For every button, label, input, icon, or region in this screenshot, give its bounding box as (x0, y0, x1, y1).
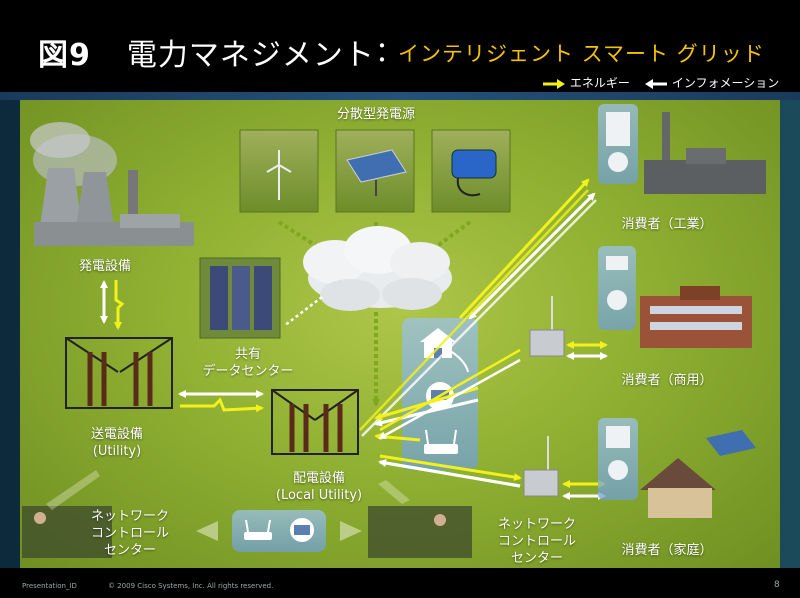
header-stripe (0, 92, 800, 100)
factory-icon (598, 104, 766, 194)
label-noc-right-line3: センター (510, 551, 563, 566)
label-transmission-line1: 送電設備 (90, 427, 143, 442)
label-noc-left-line2: コントロール (90, 526, 169, 541)
home-pole-box (523, 436, 559, 497)
label-transmission: 送電設備 (Utility) (72, 426, 162, 460)
page-title: 図9 電力マネジメント (38, 30, 375, 74)
label-noc-right-line2: コントロール (497, 534, 576, 549)
label-noc-left-line1: ネットワーク (90, 509, 169, 524)
label-consumer-home: 消費者（家庭） (621, 543, 713, 558)
transmission-tower-icon (65, 337, 173, 409)
title-text: 電力マネジメント (126, 38, 375, 73)
network-operations-right (368, 506, 472, 558)
copyright: © 2009 Cisco Systems, Inc. All rights re… (108, 582, 274, 590)
information-arrow-icon (645, 78, 667, 89)
label-shared-datacenter: 共有データセンター (200, 346, 296, 380)
page-subtitle: インテリジェント スマート グリッド (398, 42, 765, 66)
page-number: 8 (774, 580, 780, 590)
label-noc-left: ネットワークコントロールセンター (80, 508, 180, 559)
server-icon (199, 257, 281, 339)
figure-number: 図9 (38, 38, 91, 73)
label-distribution: 配電設備 (Local Utility) (264, 470, 374, 504)
legend: エネルギー インフォメーション (0, 74, 800, 92)
distribution-tower-icon (271, 389, 359, 455)
legend-energy: エネルギー (542, 74, 630, 91)
label-distribution-line1: 配電設備 (292, 471, 345, 486)
noc-device-panel (232, 510, 326, 552)
network-operations-left (22, 506, 112, 558)
cloud-icon (303, 226, 452, 311)
label-distribution-line2: (Local Utility) (275, 488, 363, 503)
commercial-pole-box (529, 296, 565, 357)
label-noc-right-line1: ネットワーク (497, 517, 576, 532)
label-noc-left-line3: センター (103, 543, 156, 558)
label-consumer-industrial: 消費者（工業） (621, 217, 713, 232)
label-generation: 発電設備 (78, 259, 131, 274)
header: 図9 電力マネジメント ： インテリジェント スマート グリッド エネルギー イン… (0, 0, 800, 92)
battery-icon (451, 149, 497, 197)
router-icon (424, 429, 458, 454)
distributed-sources (239, 129, 511, 257)
label-transmission-line2: (Utility) (92, 444, 142, 459)
title-colon: ： (375, 35, 404, 68)
label-shared-datacenter-line2: データセンター (202, 364, 294, 379)
legend-energy-label: エネルギー (569, 76, 630, 90)
label-distributed-sources: 分散型発電源 (336, 107, 415, 122)
power-plant-icon (30, 122, 194, 246)
home-icon (598, 418, 756, 518)
building-icon (598, 246, 752, 348)
wind-turbine-icon (266, 150, 292, 200)
label-shared-datacenter-line1: 共有 (234, 347, 261, 362)
solar-panel-icon (346, 149, 407, 196)
energy-arrow-icon (543, 78, 565, 89)
label-consumer-commercial: 消費者（商用） (621, 373, 713, 388)
legend-information: インフォメーション (644, 74, 779, 91)
label-noc-right: ネットワークコントロールセンター (482, 516, 592, 567)
legend-information-label: インフォメーション (671, 76, 780, 90)
presentation-id: Presentation_ID (22, 582, 77, 590)
home-gateway-panel (402, 318, 478, 470)
footer: Presentation_ID © 2009 Cisco Systems, In… (0, 568, 800, 598)
